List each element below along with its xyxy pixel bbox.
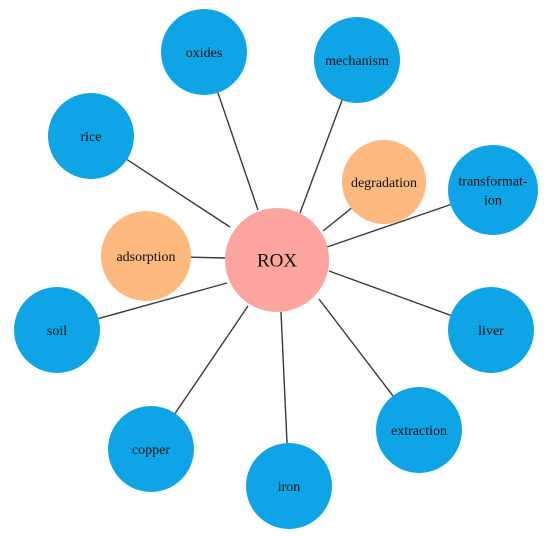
- edge-iron: [280, 311, 288, 444]
- edge-adsorption: [190, 256, 226, 259]
- node-soil: soil: [14, 287, 100, 373]
- node-circle-transformation: [448, 145, 538, 235]
- node-center: ROX: [225, 208, 329, 312]
- node-circle-extraction: [376, 387, 462, 473]
- node-transformation: transformat-ion: [448, 145, 538, 235]
- node-label-iron: iron: [278, 480, 301, 495]
- edge-copper: [174, 305, 249, 414]
- node-liver: liver: [448, 287, 534, 373]
- node-label-adsorption: adsorption: [116, 250, 175, 265]
- node-circle-iron: [246, 443, 332, 529]
- node-label-liver: liver: [478, 324, 504, 339]
- node-circle-soil: [14, 287, 100, 373]
- edge-extraction: [318, 298, 394, 397]
- node-label-degradation: degradation: [351, 176, 417, 191]
- edge-soil: [98, 282, 228, 320]
- node-circle-degradation: [342, 140, 426, 224]
- node-copper: copper: [108, 406, 194, 492]
- node-label-oxides: oxides: [186, 46, 223, 61]
- edge-rice: [126, 158, 231, 228]
- node-label-rice: rice: [81, 130, 102, 145]
- edge-degradation: [322, 207, 352, 232]
- node-label-center: ROX: [257, 251, 297, 272]
- nodes-layer: oxides mechanism rice degradation transforma…: [14, 9, 538, 529]
- node-circle-center: [225, 208, 329, 312]
- node-circle-rice: [48, 93, 134, 179]
- node-circle-mechanism: [314, 17, 400, 103]
- node-iron: iron: [246, 443, 332, 529]
- node-label-extraction: extraction: [391, 424, 447, 439]
- node-circle-copper: [108, 406, 194, 492]
- node-circle-liver: [448, 287, 534, 373]
- node-circle-adsorption: [101, 211, 191, 301]
- node-mechanism: mechanism: [314, 17, 400, 103]
- node-label-copper: copper: [132, 443, 170, 458]
- node-circle-oxides: [161, 9, 247, 95]
- edge-mechanism: [299, 100, 343, 214]
- edge-transformation: [326, 203, 451, 248]
- node-label-mechanism: mechanism: [325, 54, 389, 69]
- node-oxides: oxides: [161, 9, 247, 95]
- node-degradation: degradation: [342, 140, 426, 224]
- node-rice: rice: [48, 93, 134, 179]
- node-extraction: extraction: [376, 387, 462, 473]
- edge-oxides: [217, 92, 259, 211]
- edge-liver: [328, 270, 451, 316]
- node-label-transformation: transformat-ion: [458, 174, 528, 208]
- node-label-soil: soil: [47, 324, 67, 339]
- node-adsorption: adsorption: [101, 211, 191, 301]
- edges-layer: [98, 92, 451, 444]
